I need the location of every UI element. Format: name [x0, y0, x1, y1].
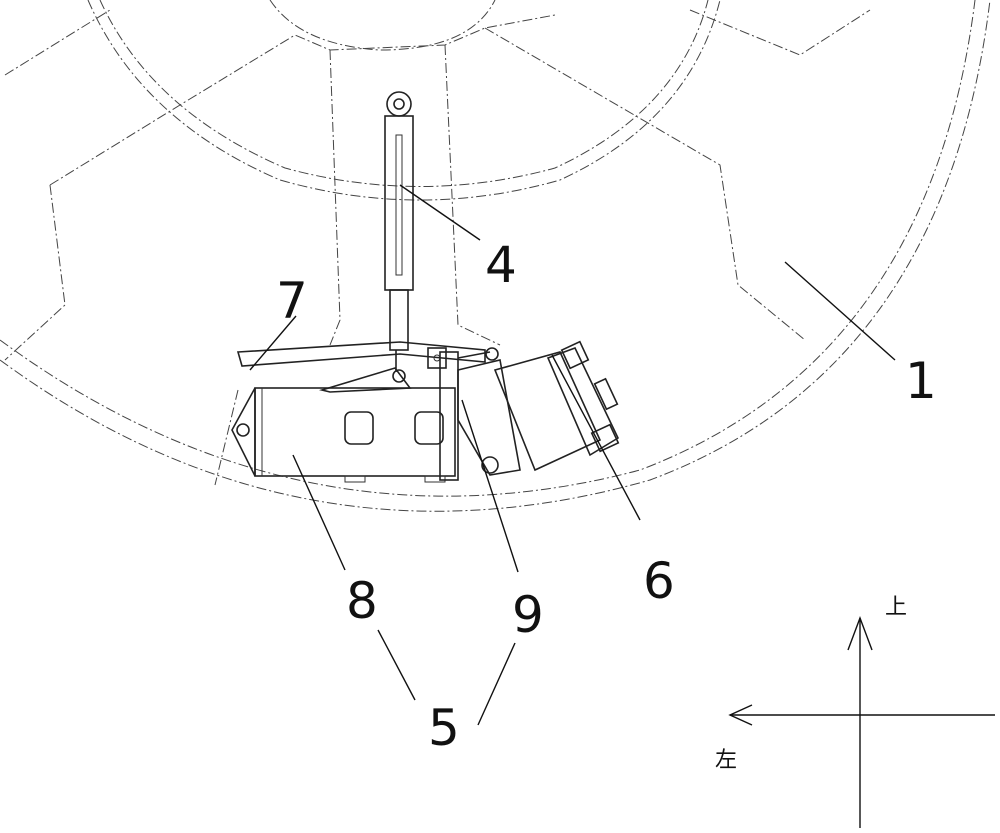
hydraulic-cylinder	[385, 92, 413, 372]
left-label: 左	[715, 748, 737, 773]
label-1: 1	[905, 352, 937, 410]
box-body	[232, 388, 455, 482]
label-8: 8	[346, 572, 378, 630]
frame-outline	[5, 10, 870, 485]
label-4: 4	[485, 236, 517, 294]
connecting-frame	[440, 348, 520, 480]
leader-lines	[250, 185, 895, 725]
motor	[495, 342, 618, 470]
top-arc	[270, 0, 495, 50]
label-5: 5	[428, 699, 460, 757]
label-7: 7	[276, 272, 308, 330]
label-6: 6	[643, 552, 675, 610]
direction-indicator	[730, 618, 995, 828]
up-label: 上	[885, 595, 907, 620]
label-9: 9	[512, 586, 544, 644]
plate	[238, 342, 485, 366]
inner-ring	[88, 0, 720, 200]
